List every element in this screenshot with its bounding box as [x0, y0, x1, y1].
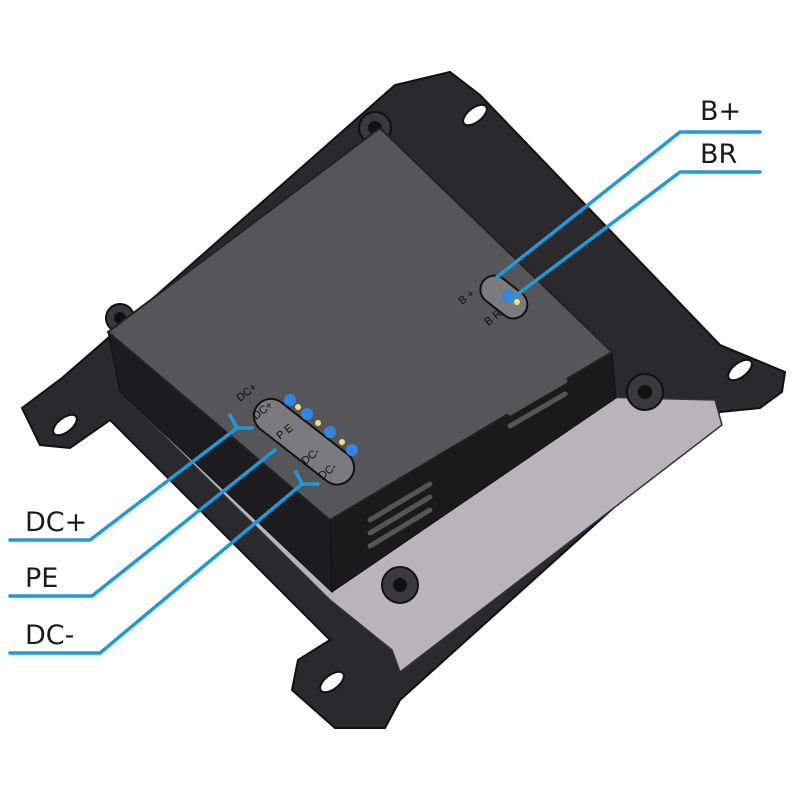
mounting-holes: [52, 103, 753, 694]
leader-dc-minus: [8, 482, 304, 655]
leader-pe: [8, 448, 277, 598]
leader-dc-plus-fork: [228, 413, 254, 430]
callout-dc-plus: DC+: [25, 507, 87, 538]
callout-br: BR: [700, 139, 737, 170]
leader-lines: [8, 130, 762, 655]
leader-dc-plus: [8, 426, 239, 542]
callout-b-plus: B+: [700, 96, 741, 127]
right-terminal-block: [479, 274, 529, 320]
callout-pe: PE: [25, 563, 58, 594]
leader-dc-minus-fork: [294, 470, 320, 486]
vents: [367, 365, 568, 549]
leader-b-plus: [495, 130, 762, 279]
leader-br: [508, 170, 762, 302]
callout-dc-minus: DC-: [25, 620, 74, 651]
left-terminal-block: [252, 394, 358, 486]
